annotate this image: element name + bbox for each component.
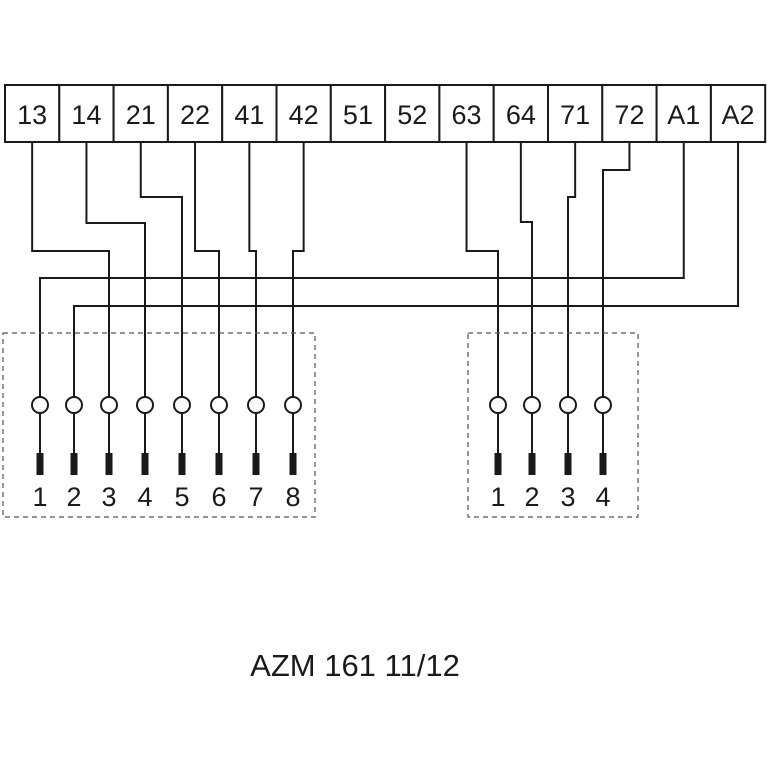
connector-4pin-outline	[467, 332, 639, 518]
connector4-contact-2	[523, 396, 541, 414]
connector8-pin-2	[70, 453, 78, 475]
connector8-pin-label-6: 6	[211, 482, 226, 512]
connector8-pin-label-1: 1	[32, 482, 47, 512]
wire-A2-to-pin8-2	[73, 142, 740, 397]
connector8-pin-label-8: 8	[285, 482, 300, 512]
connector8-contact-8	[284, 396, 302, 414]
wire-41-to-pin8-7	[248, 142, 257, 397]
terminal-label-63: 63	[452, 100, 482, 130]
terminal-strip: 13 14 21 22 41 42 51 52 63 64 71 72 A1 A2	[4, 84, 767, 143]
connector8-pin-label-7: 7	[248, 482, 263, 512]
wire-A1-to-pin8-1	[39, 142, 685, 397]
terminal-box-52	[384, 84, 441, 143]
connector4-contact-3	[559, 396, 577, 414]
connector8-contact-6	[210, 396, 228, 414]
connector8-contact-4	[136, 396, 154, 414]
terminal-label-A1: A1	[667, 100, 700, 130]
terminal-box-13	[4, 84, 61, 143]
wire-group	[31, 142, 740, 397]
terminal-label-41: 41	[234, 100, 264, 130]
connector4-contact-1	[489, 396, 507, 414]
terminal-box-63	[438, 84, 495, 143]
terminal-label-64: 64	[506, 100, 536, 130]
connector4-contact-4	[594, 396, 612, 414]
wire-14-to-pin8-4	[85, 142, 146, 397]
connector8-contact-1	[31, 396, 49, 414]
connector4-pin-label-4: 4	[595, 482, 610, 512]
connector8-pin-label-5: 5	[174, 482, 189, 512]
wire-63-to-pin4-1	[465, 142, 499, 397]
connector8-pin-5	[178, 453, 186, 475]
connector8-pin-4	[141, 453, 149, 475]
connector8-pin-7	[252, 453, 260, 475]
wire-22-to-pin8-6	[194, 142, 220, 397]
connector4-pin-1	[494, 453, 502, 475]
connector-8pin-outline	[2, 332, 316, 518]
terminal-label-A2: A2	[722, 100, 755, 130]
terminal-label-72: 72	[614, 100, 644, 130]
connector8-contact-3	[100, 396, 118, 414]
connector4-pin-4	[599, 453, 607, 475]
wire-72-to-pin4-4	[602, 142, 631, 397]
terminal-label-22: 22	[180, 100, 210, 130]
connector8-contact-5	[173, 396, 191, 414]
wire-71-to-pin4-3	[567, 142, 577, 397]
terminal-box-14	[58, 84, 115, 143]
connector4-pin-2	[528, 453, 536, 475]
model-label: AZM 161 11/12	[250, 648, 460, 683]
connector8-contact-2	[65, 396, 83, 414]
wire-13-to-pin8-3	[31, 142, 110, 397]
wire-21-to-pin8-5	[139, 142, 183, 397]
terminal-label-14: 14	[71, 100, 101, 130]
connector8-pin-3	[105, 453, 113, 475]
connector8-contact-7	[247, 396, 265, 414]
terminal-label-42: 42	[289, 100, 319, 130]
connector8-pin-label-2: 2	[66, 482, 81, 512]
terminal-label-21: 21	[126, 100, 156, 130]
terminal-label-52: 52	[397, 100, 427, 130]
terminal-box-A2	[709, 84, 767, 143]
connector8-pin-6	[215, 453, 223, 475]
wire-64-to-pin4-2	[519, 142, 533, 397]
connector8-pin-1	[36, 453, 44, 475]
connector8-pin-8	[289, 453, 297, 475]
terminal-label-71: 71	[560, 100, 590, 130]
terminal-label-13: 13	[17, 100, 47, 130]
connector8-pin-label-3: 3	[101, 482, 116, 512]
connector4-pin-label-3: 3	[560, 482, 575, 512]
terminal-label-51: 51	[343, 100, 373, 130]
connector4-pin-label-1: 1	[490, 482, 505, 512]
connector4-pin-label-2: 2	[524, 482, 539, 512]
wire-42-to-pin8-8	[292, 142, 305, 397]
connector8-pin-label-4: 4	[137, 482, 152, 512]
connector4-pin-3	[564, 453, 572, 475]
